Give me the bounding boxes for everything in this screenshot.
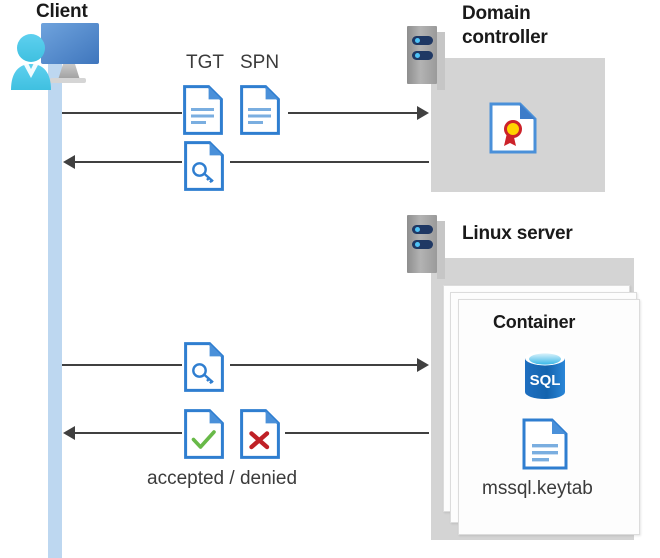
domain-controller-title-line1: Domain [462,3,531,24]
tgt-document-icon [183,85,223,135]
message-1-arrowhead [417,106,429,120]
key-document-icon-dc-response [184,141,224,191]
message-3-arrowhead [417,358,429,372]
message-2-line-left [75,161,182,163]
tgt-label: TGT [186,52,224,73]
spn-document-icon [240,85,280,135]
message-4-line-right [285,432,429,434]
message-2-line-right [230,161,429,163]
message-3-line-left [62,364,182,366]
spn-label: SPN [240,52,280,73]
accepted-document-icon [184,409,224,459]
denied-document-icon [240,409,280,459]
domain-controller-title: Domain controller [462,2,622,50]
container-card [458,299,640,535]
linux-server-server-rack-icon [407,215,445,279]
keytab-filename-label: mssql.keytab [482,478,593,499]
client-title: Client [36,1,88,22]
container-title: Container [493,312,576,332]
domain-controller-server-rack-icon [407,26,445,90]
message-1-line-right [288,112,418,114]
keytab-document-icon [522,418,568,470]
sql-badge-text: SQL [530,372,561,389]
domain-controller-title-line2: controller [462,27,548,48]
message-1-line-left [62,112,182,114]
sql-database-icon: SQL [521,348,569,402]
accepted-denied-label: accepted / denied [147,468,298,489]
message-4-arrowhead [63,426,75,440]
key-document-icon-request [184,342,224,392]
linux-server-title: Linux server [462,223,573,244]
certificate-document-icon [489,102,537,154]
user-workstation-icon [6,20,110,90]
message-3-line-right [230,364,418,366]
message-2-arrowhead [63,155,75,169]
message-4-line-left [75,432,182,434]
client-lifeline [48,62,62,558]
